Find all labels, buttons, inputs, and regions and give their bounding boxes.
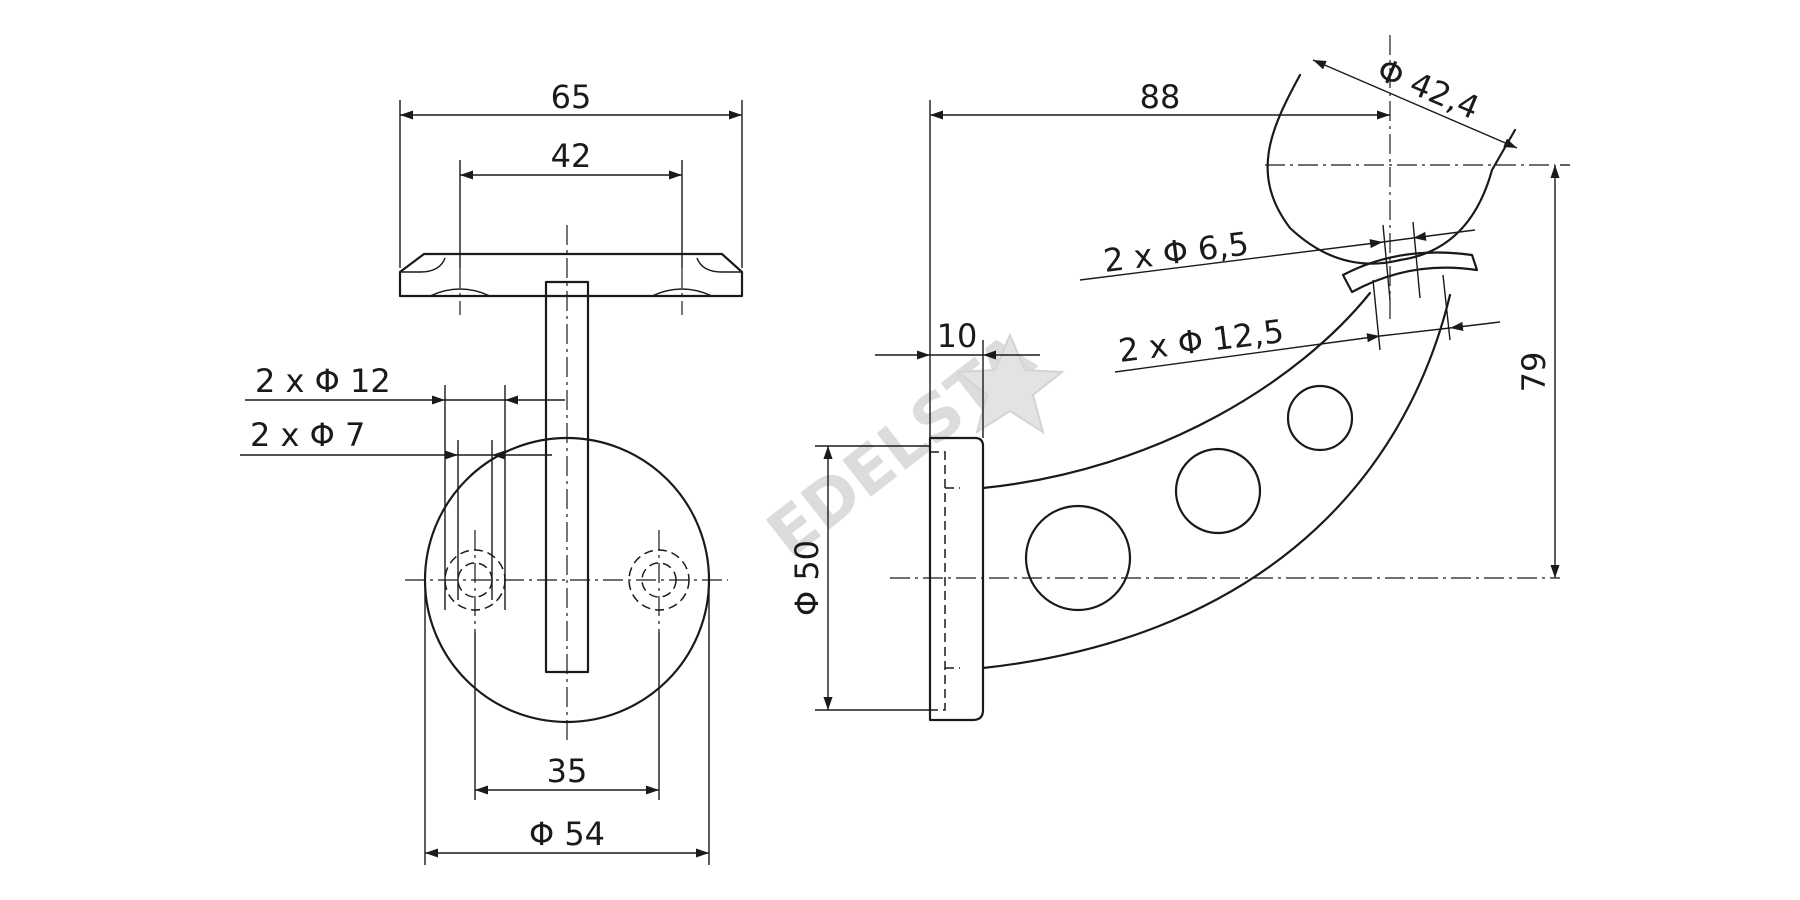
arm-hole-medium <box>1174 447 1262 535</box>
side-tube-section <box>1266 73 1517 265</box>
dim-hole-12: 2 x Φ 12 <box>255 362 391 400</box>
dim-79: 79 <box>1515 352 1553 393</box>
dim-10: 10 <box>937 317 978 355</box>
dim-plate-diameter: Φ 50 <box>788 540 826 616</box>
arm-hole-large <box>1024 504 1132 612</box>
side-saddle <box>1341 251 1479 294</box>
front-stem <box>544 280 590 674</box>
dim-hole-7: 2 x Φ 7 <box>250 416 365 454</box>
dim-65: 65 <box>551 78 592 116</box>
dim-88: 88 <box>1140 78 1181 116</box>
side-curved-arm <box>981 291 1452 670</box>
side-wall-plate <box>928 436 985 722</box>
watermark-star-icon <box>955 332 1065 435</box>
front-view: 65 42 2 x Φ 12 2 x Φ 7 35 Φ 54 <box>240 78 744 865</box>
dim-hole-12-5: 2 x Φ 12,5 <box>1116 312 1286 370</box>
side-view: 88 Φ 42,4 2 x Φ 6,5 2 x Φ 12,5 10 79 Φ 5 <box>788 35 1570 722</box>
dim-42: 42 <box>551 137 592 175</box>
dim-diameter-54: Φ 54 <box>529 815 605 853</box>
dim-hole-6-5: 2 x Φ 6,5 <box>1101 224 1250 279</box>
arm-hole-small <box>1286 384 1354 452</box>
dim-35: 35 <box>547 752 588 790</box>
